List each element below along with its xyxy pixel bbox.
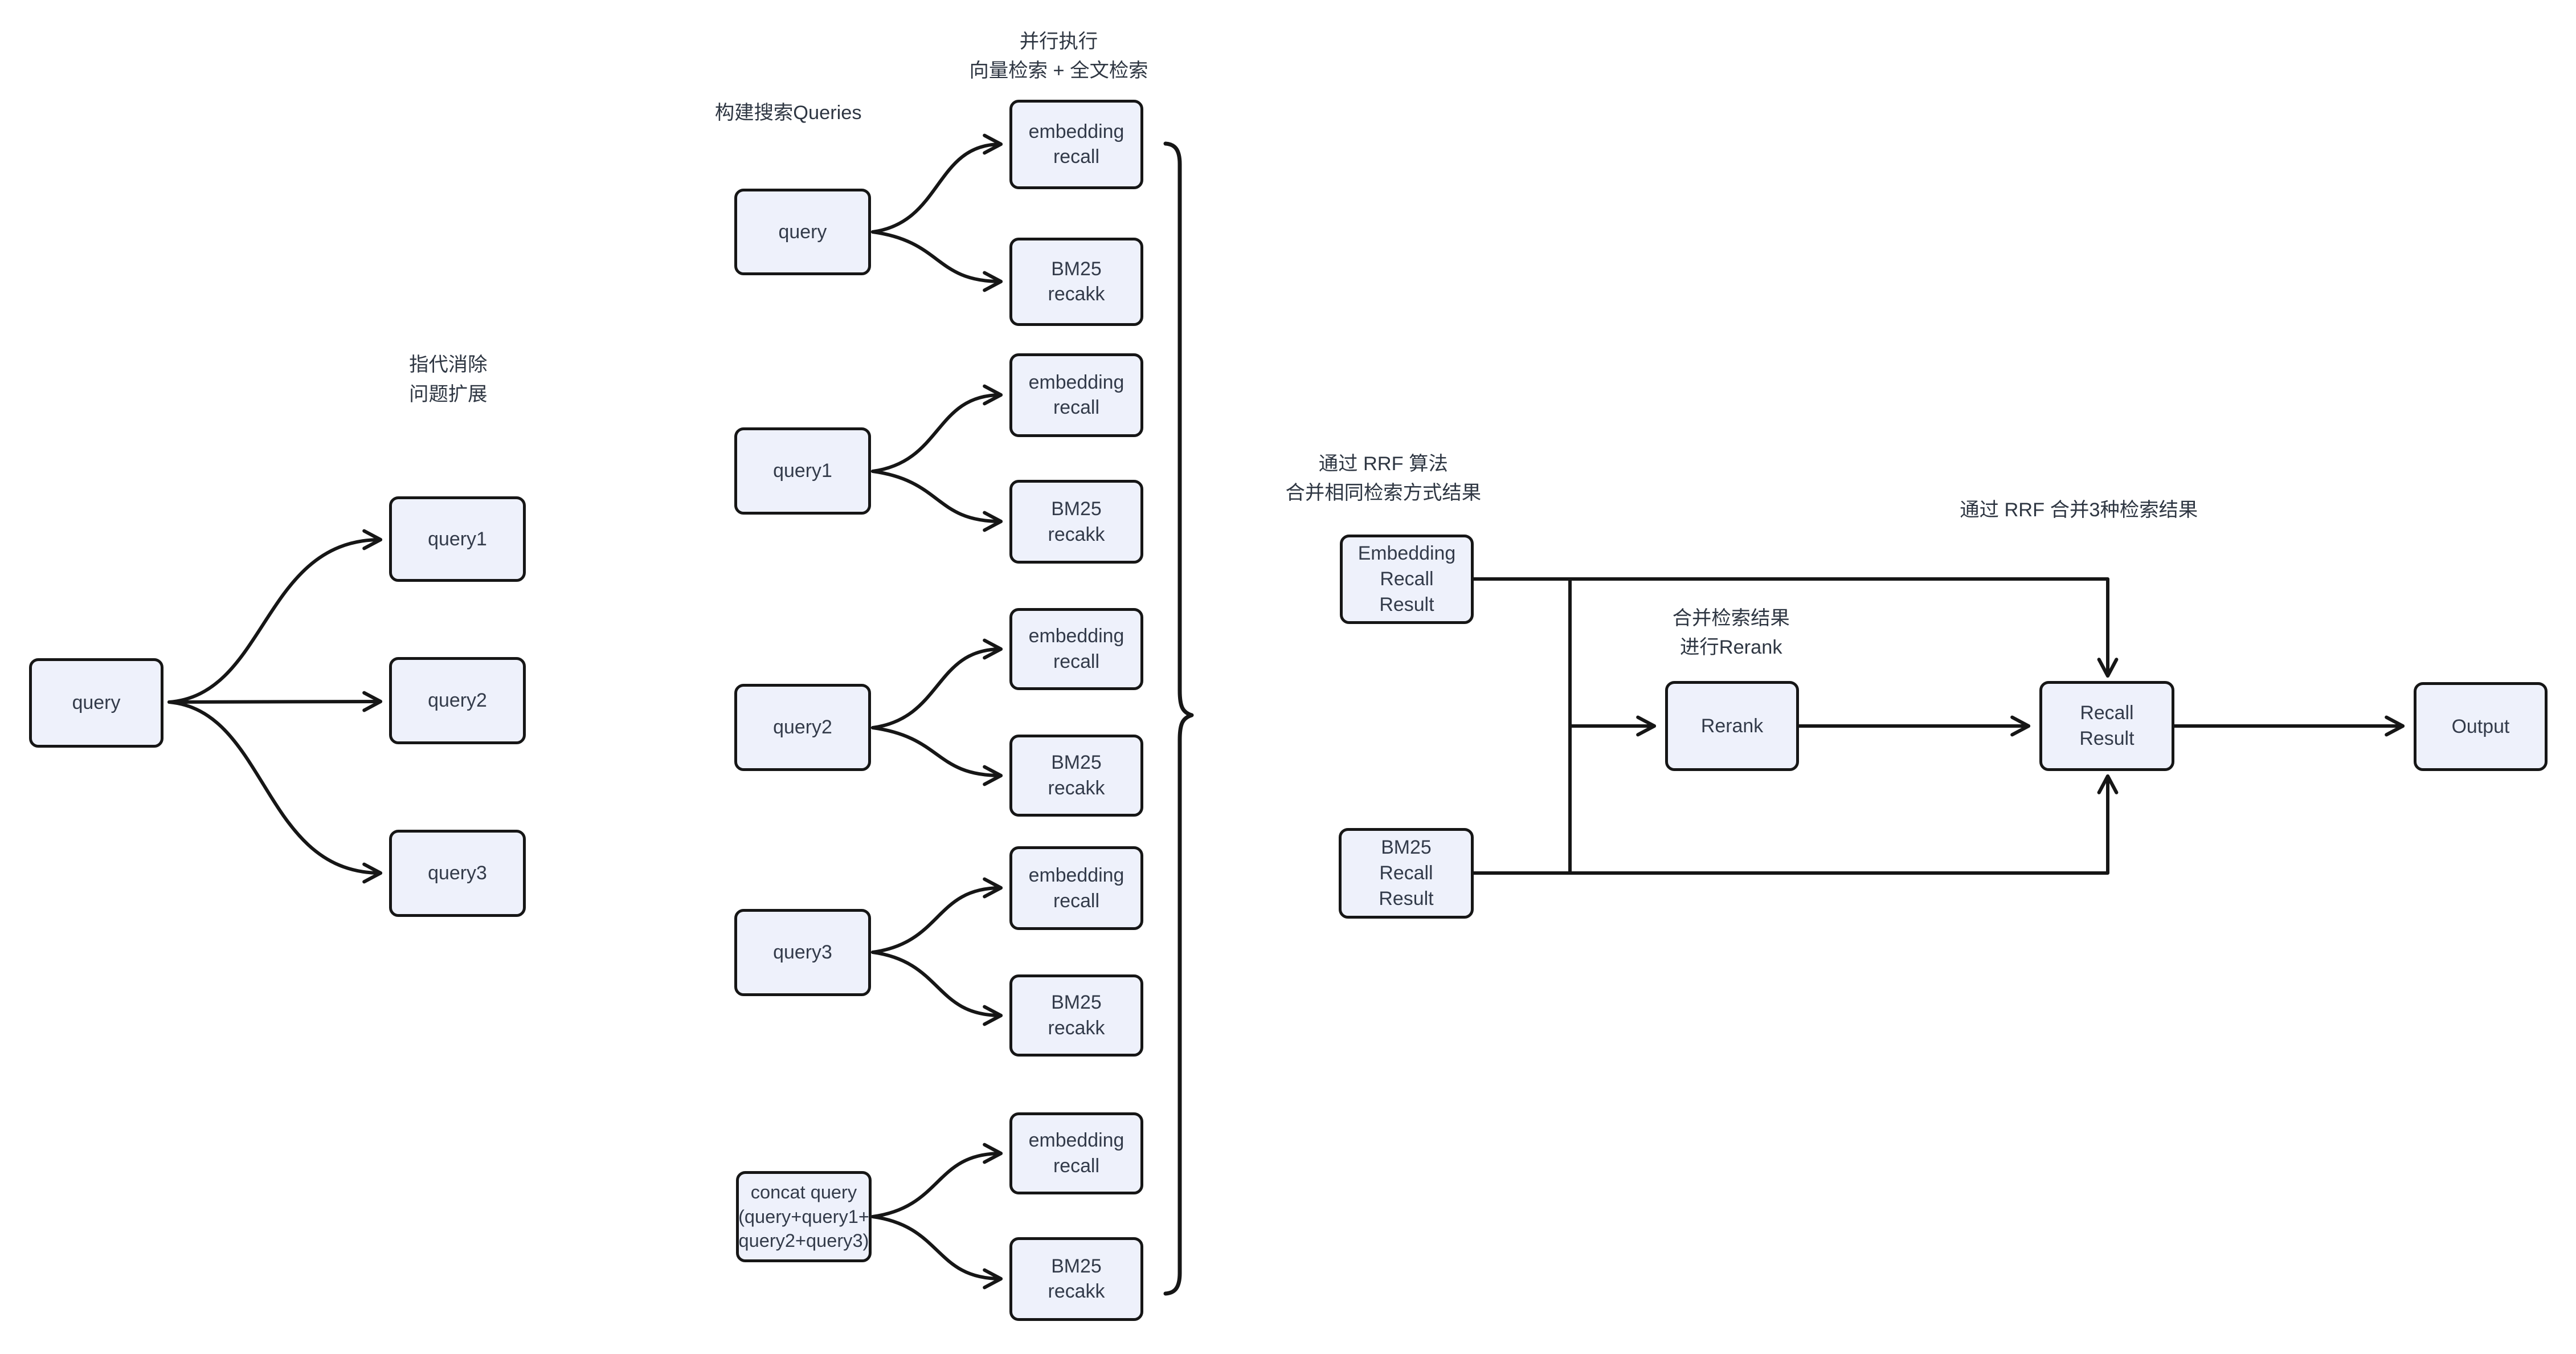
- node-bm25-recall-5: BM25 recakk: [1009, 1237, 1143, 1321]
- node-embedding-recall-5: embedding recall: [1009, 1112, 1143, 1194]
- node-query3: query3: [389, 829, 526, 917]
- note-rrf-merge-same: 通过 RRF 算法 合并相同检索方式结果: [1285, 452, 1482, 504]
- node-embedding-recall-result: Embedding Recall Result: [1339, 534, 1474, 624]
- node-embedding-recall-3: embedding recall: [1009, 607, 1143, 690]
- edge-midquery-to-emb1: [871, 133, 1003, 234]
- node-bm25-recall-4: BM25 recakk: [1009, 974, 1143, 1057]
- edge-midquery2-to-emb3: [871, 638, 1003, 729]
- node-concat-query: concat query (query+query1+ query2+query…: [735, 1171, 872, 1262]
- node-recall-result: Recall Result: [2039, 681, 2174, 771]
- node-embedding-recall-4: embedding recall: [1009, 846, 1143, 930]
- edge-query-to-query3: [167, 700, 383, 884]
- edge-bmrr-to-recallresult-bottom: [1472, 774, 2119, 875]
- note-build-queries: 构建搜索Queries: [714, 102, 862, 124]
- edge-midquery3-to-bm4: [871, 951, 1003, 1026]
- note-rerank: 合并检索结果 进行Rerank: [1672, 607, 1790, 659]
- node-embedding-recall-2: embedding recall: [1009, 353, 1143, 437]
- node-mid-query2: query2: [734, 683, 871, 771]
- edge-embrr-to-recallresult-top: [1472, 577, 2119, 678]
- node-rerank: Rerank: [1665, 681, 1800, 771]
- node-bm25-recall-1: BM25 recakk: [1009, 237, 1143, 326]
- note-rrf-merge-three: 通过 RRF 合并3种检索结果: [1960, 499, 2198, 521]
- brace-group-recalls: [1163, 141, 1194, 1296]
- edge-concat-to-emb5: [871, 1143, 1003, 1218]
- edge-midquery2-to-bm3: [871, 726, 1003, 786]
- node-mid-query3: query3: [734, 909, 871, 996]
- node-mid-query1: query1: [734, 427, 871, 515]
- node-bm25-recall-result: BM25 Recall Result: [1338, 827, 1474, 919]
- node-output: Output: [2413, 682, 2548, 771]
- node-embedding-recall-1: embedding recall: [1009, 99, 1143, 189]
- node-query2: query2: [389, 657, 526, 744]
- node-bm25-recall-3: BM25 recakk: [1009, 735, 1143, 817]
- note-coref-expand: 指代消除 问题扩展: [409, 354, 488, 405]
- edge-midquery1-to-emb2: [871, 384, 1003, 473]
- node-bm25-recall-2: BM25 recakk: [1009, 480, 1143, 564]
- edge-query-to-query1: [167, 529, 383, 704]
- node-mid-query: query: [734, 189, 871, 275]
- node-query1: query1: [389, 496, 526, 582]
- edge-midquery3-to-emb4: [871, 877, 1003, 954]
- note-parallel-exec: 并行执行 向量检索 + 全文检索: [969, 30, 1148, 82]
- edge-midquery1-to-bm2: [871, 470, 1003, 532]
- edge-midquery-to-bm1: [871, 230, 1003, 292]
- node-query-input: query: [29, 658, 163, 748]
- edge-concat-to-bm5: [871, 1215, 1003, 1290]
